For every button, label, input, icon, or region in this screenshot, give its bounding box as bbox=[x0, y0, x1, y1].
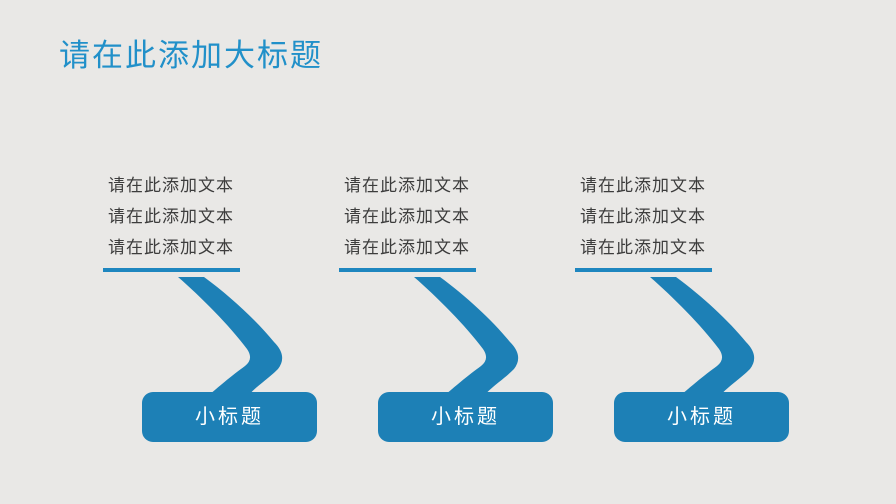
curve-connector-shape bbox=[650, 277, 755, 396]
divider-line bbox=[339, 268, 476, 272]
placeholder-text: 请在此添加文本 bbox=[108, 238, 234, 257]
placeholder-text: 请在此添加文本 bbox=[108, 176, 234, 195]
placeholder-text: 请在此添加文本 bbox=[580, 238, 706, 257]
column-2: 请在此添加文本 请在此添加文本 请在此添加文本 小标题 bbox=[338, 170, 574, 444]
page-title: 请在此添加大标题 bbox=[59, 38, 323, 73]
column-3: 请在此添加文本 请在此添加文本 请在此添加文本 小标题 bbox=[574, 170, 810, 444]
divider-line bbox=[575, 268, 712, 272]
placeholder-text: 请在此添加文本 bbox=[108, 207, 234, 226]
placeholder-text: 请在此添加文本 bbox=[344, 176, 470, 195]
divider-line bbox=[103, 268, 240, 272]
curve-connector-shape bbox=[178, 277, 283, 396]
subtitle-button[interactable]: 小标题 bbox=[142, 392, 317, 442]
subtitle-button[interactable]: 小标题 bbox=[378, 392, 553, 442]
text-placeholder-group: 请在此添加文本 请在此添加文本 请在此添加文本 bbox=[344, 170, 568, 263]
placeholder-text: 请在此添加文本 bbox=[344, 238, 470, 257]
placeholder-text: 请在此添加文本 bbox=[580, 176, 706, 195]
curve-connector-shape bbox=[414, 277, 519, 396]
column-1: 请在此添加文本 请在此添加文本 请在此添加文本 小标题 bbox=[102, 170, 338, 444]
text-placeholder-group: 请在此添加文本 请在此添加文本 请在此添加文本 bbox=[580, 170, 804, 263]
text-placeholder-group: 请在此添加文本 请在此添加文本 请在此添加文本 bbox=[108, 170, 332, 263]
subtitle-button[interactable]: 小标题 bbox=[614, 392, 789, 442]
placeholder-text: 请在此添加文本 bbox=[580, 207, 706, 226]
placeholder-text: 请在此添加文本 bbox=[344, 207, 470, 226]
